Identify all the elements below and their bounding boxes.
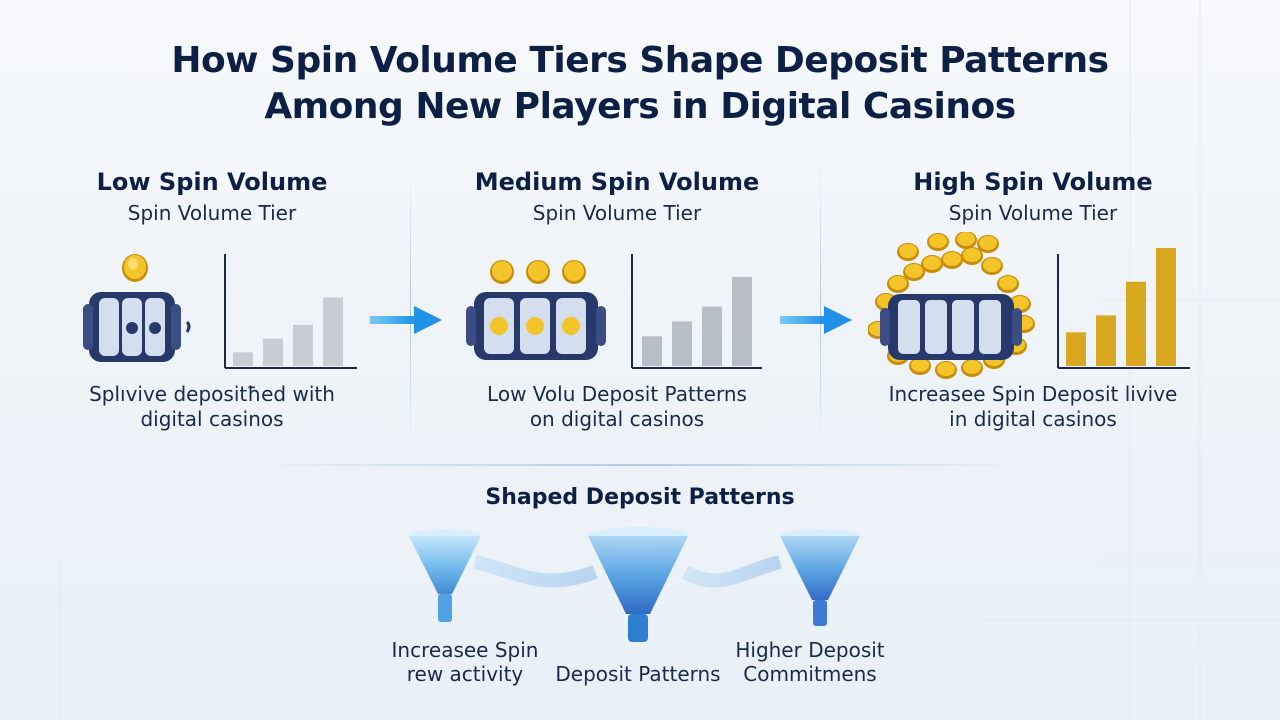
bar xyxy=(1126,281,1146,366)
coin-icon xyxy=(923,256,941,270)
slot-machine-icon xyxy=(466,292,606,360)
bar-chart-icon xyxy=(224,254,357,369)
tier-panel-low: Low Spin Volume Spin Volume Tier Sp xyxy=(47,166,377,446)
coin-icon xyxy=(899,244,917,258)
coin-icon xyxy=(911,358,929,372)
funnel-label: Higher Deposit Commitmens xyxy=(710,638,910,686)
coin-icon xyxy=(963,360,981,374)
coin-icon xyxy=(490,260,586,284)
tier-illustration xyxy=(466,254,762,369)
section-heading: Shaped Deposit Patterns xyxy=(485,485,795,510)
tier-caption-line-1: Increasee Spin Deposit livive xyxy=(888,382,1178,406)
coin-icon xyxy=(983,258,1001,272)
funnel-label: Increasee Spin rew activity xyxy=(365,638,565,686)
funnel-label-line-2: rew activity xyxy=(406,662,524,686)
coin-icon xyxy=(937,362,955,376)
arrow-right-icon xyxy=(370,306,442,334)
page-title: How Spin Volume Tiers Shape Deposit Patt… xyxy=(0,38,1280,130)
slot-machine-icon xyxy=(880,294,1022,360)
funnel-icon xyxy=(409,529,481,622)
tier-caption: Increasee Spin Deposit livive in digital… xyxy=(868,382,1198,432)
funnel-group xyxy=(409,527,860,642)
bar-chart-icon xyxy=(631,254,762,369)
bar-chart-icon xyxy=(1057,248,1190,369)
tier-heading: Medium Spin Volume xyxy=(474,168,760,196)
bar xyxy=(702,306,722,366)
title-line-2: Among New Players in Digital Casinos xyxy=(264,86,1016,127)
funnel-label-line-2: Commitmens xyxy=(743,662,877,686)
bar xyxy=(293,324,313,366)
tier-caption-line-2: digital casinos xyxy=(140,407,284,431)
tier-caption-line-2: on digital casinos xyxy=(529,407,705,431)
coin-icon xyxy=(979,236,997,250)
bar xyxy=(323,297,343,366)
coin-icon xyxy=(889,276,907,290)
coin-icon xyxy=(943,252,961,266)
funnel-icon xyxy=(780,529,860,626)
tier-caption-line-1: Low Volu Deposit Patterns xyxy=(487,382,747,406)
tier-caption: Low Volu Deposit Patterns on digital cas… xyxy=(452,382,782,432)
funnel-label-line-1: Higher Deposit xyxy=(735,638,885,662)
tier-caption-line-1: Splıvive depositħed with xyxy=(89,382,335,406)
coin-icon xyxy=(963,248,981,262)
coin-icon xyxy=(999,276,1017,290)
bar xyxy=(672,321,692,366)
tier-subheading: Spin Volume Tier xyxy=(532,201,702,225)
tier-panel-high: High Spin Volume Spin Volume Tier Increa… xyxy=(868,166,1198,446)
slot-machine-icon xyxy=(83,292,191,362)
tier-subheading: Spin Volume Tier xyxy=(127,201,297,225)
coin-icon xyxy=(1011,296,1029,310)
tier-illustration xyxy=(868,232,1190,379)
bar xyxy=(233,352,253,366)
panel-divider xyxy=(410,168,411,448)
bar xyxy=(1096,315,1116,366)
funnel-label: Deposit Patterns xyxy=(538,662,738,686)
bar xyxy=(263,338,283,366)
title-line-1: How Spin Volume Tiers Shape Deposit Patt… xyxy=(171,40,1109,81)
bar xyxy=(1066,332,1086,366)
tier-panel-medium: Medium Spin Volume Spin Volume Tier Low … xyxy=(452,166,782,446)
tier-caption-line-2: in digital casinos xyxy=(949,407,1117,431)
bar xyxy=(732,276,752,366)
coin-icon xyxy=(905,264,923,278)
bar xyxy=(1156,248,1176,366)
coin-icon xyxy=(957,232,975,246)
bar xyxy=(642,336,662,366)
funnel-label-line-1: Deposit Patterns xyxy=(555,662,721,686)
coin-icon xyxy=(122,254,148,282)
section-divider xyxy=(245,464,1035,466)
tier-caption: Splıvive depositħed with digital casinos xyxy=(47,382,377,432)
tier-heading: High Spin Volume xyxy=(913,168,1153,196)
funnel-icon xyxy=(588,527,688,642)
arrow-right-icon xyxy=(780,306,852,334)
tier-heading: Low Spin Volume xyxy=(96,168,328,196)
funnel-label-line-1: Increasee Spin xyxy=(391,638,539,662)
coin-icon xyxy=(929,234,947,248)
panel-divider xyxy=(820,168,821,448)
tier-subheading: Spin Volume Tier xyxy=(948,201,1118,225)
tier-illustration xyxy=(83,254,357,369)
